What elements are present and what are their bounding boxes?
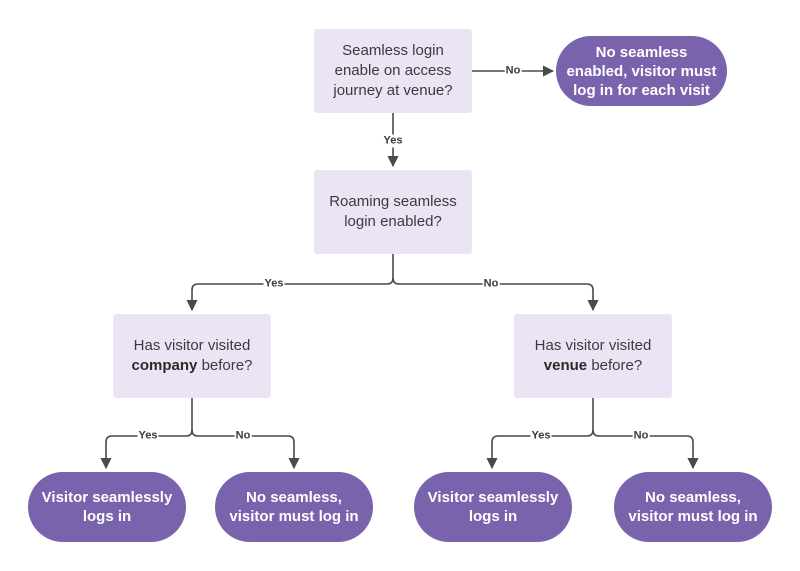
node-venue-no-result: No seamless, visitor must log in [614,472,772,542]
edge-label-company-yes: Yes [137,429,159,443]
node-venue-question: Has visitor visited venue before? [514,314,672,398]
edge-roaming-yes [186,254,394,312]
node-text-emphasis: venue [543,357,588,374]
edge-venue-no [592,429,699,470]
node-venue-yes-result: Visitor seamlessly logs in [414,472,572,542]
node-company-question: Has visitor visited company before? [113,314,271,398]
node-text-line: Roaming seamless [329,193,457,210]
node-text-line: Has visitor visited [133,337,251,354]
node-text-line: company before? [132,356,253,376]
node-text-line: No seamless, [246,489,342,506]
node-company-no-result: No seamless, visitor must log in [215,472,373,542]
edge-label-venue-yes: Yes [530,429,552,443]
node-text-line: No seamless [595,43,688,61]
edge-roaming-no [392,277,599,312]
edge-label-access-yes: Yes [382,134,404,148]
node-text-line: visitor must log in [628,508,758,525]
node-access-journey-question: Seamless login enable on access journey … [314,29,472,113]
node-text-line: Has visitor visited [534,337,652,354]
edge-label-venue-no: No [632,429,650,443]
node-roaming-question: Roaming seamless login enabled? [314,170,472,254]
node-text-tail: before? [587,357,643,374]
node-text-line: journey at venue? [333,82,453,99]
node-text-line: log in for each visit [573,81,710,99]
edge-company-no [191,429,300,470]
node-text-emphasis: company [131,357,198,374]
node-text-line: venue before? [544,356,642,376]
node-text-line: Seamless login [342,42,444,59]
node-text-line: login enabled? [344,213,442,230]
node-text-line: logs in [468,508,518,525]
edge-label-access-no: No [504,64,522,78]
node-text-line: No seamless, [645,489,741,506]
node-no-seamless-each-visit: No seamless enabled, visitor must log in… [556,36,727,106]
edge-label-roaming-yes: Yes [263,277,285,291]
edge-label-roaming-no: No [482,277,500,291]
node-text-line: logs in [82,508,132,525]
node-text-line: enable on access [334,62,452,79]
node-text-line: visitor must log in [229,508,359,525]
node-text-line: Visitor seamlessly [41,489,173,506]
node-company-yes-result: Visitor seamlessly logs in [28,472,186,542]
node-text-tail: before? [197,357,253,374]
node-text-line: Visitor seamlessly [427,489,559,506]
edge-label-company-no: No [234,429,252,443]
node-text-line: enabled, visitor must [566,62,717,80]
